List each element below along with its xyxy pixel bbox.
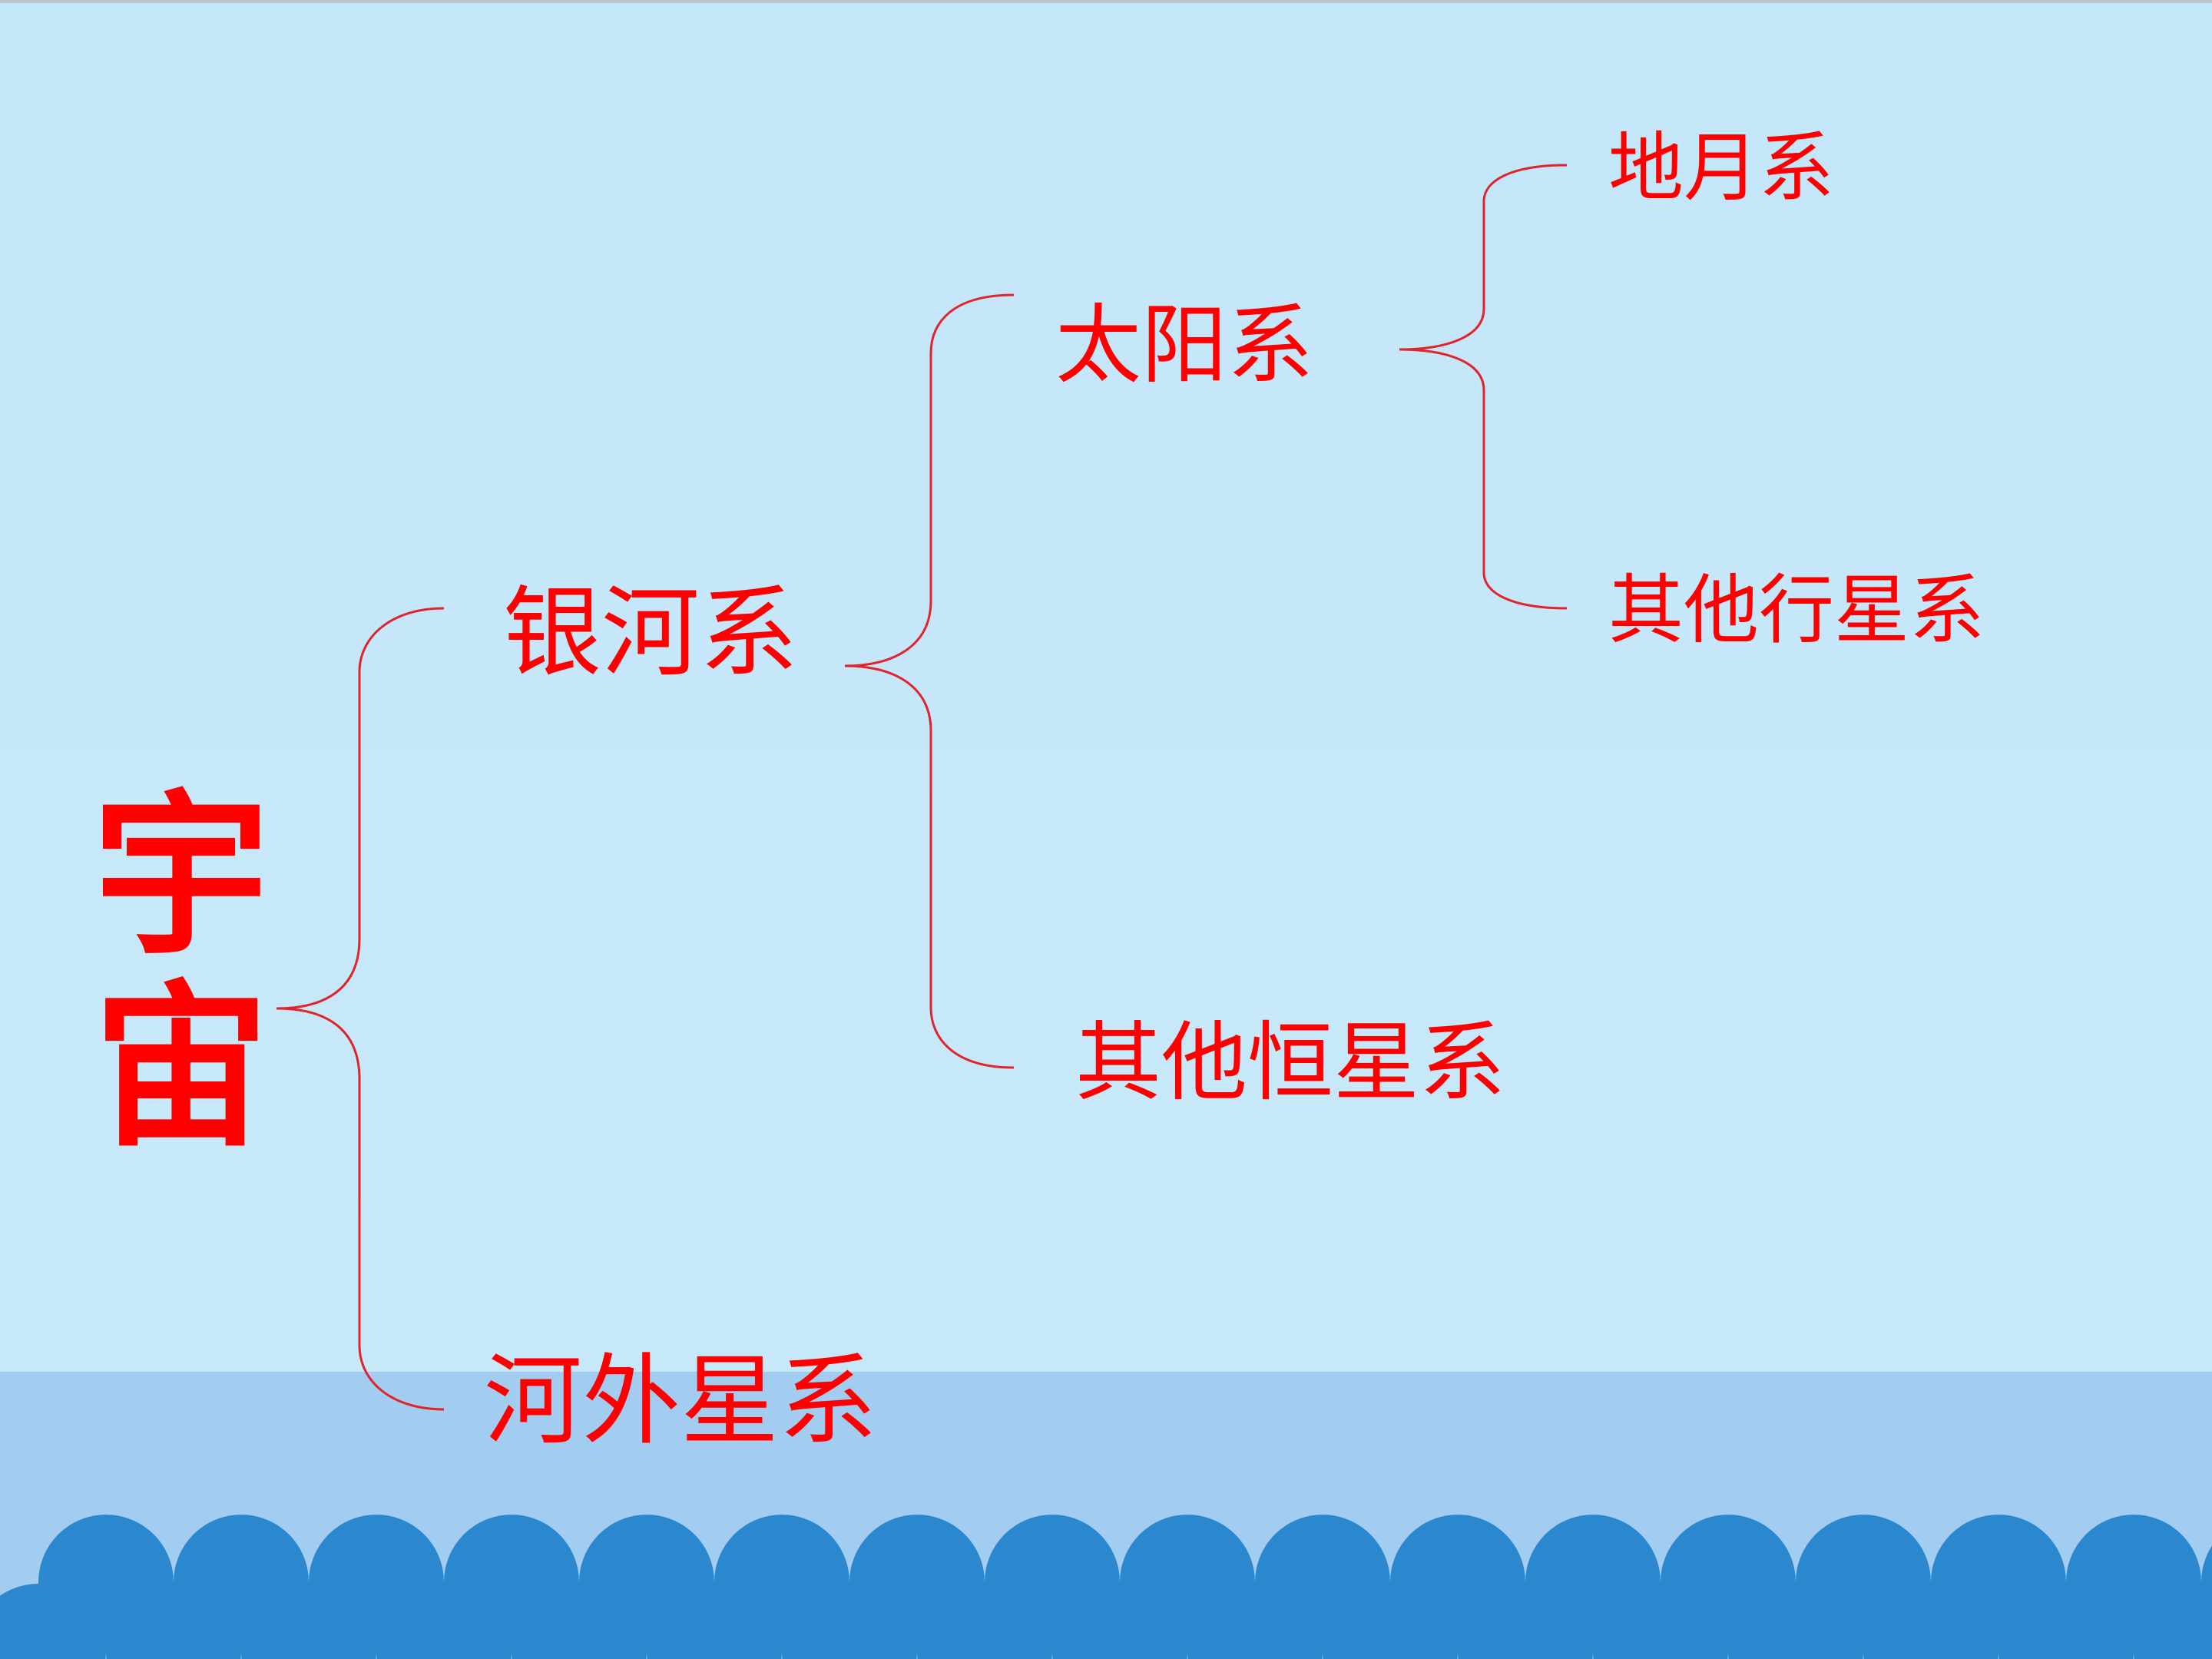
node-solar-system: 太阳系 [1055, 296, 1313, 396]
wave-scallop [1863, 1584, 1998, 1659]
brace-solar-system [1399, 164, 1568, 610]
node-other-stellar-systems: 其他恒星系 [1075, 1013, 1505, 1113]
wave-scallop [1187, 1584, 1323, 1659]
node-other-planetary-systems: 其他行星系 [1608, 567, 1985, 654]
wave-decoration [0, 1515, 2212, 1659]
brace-milky-way [844, 293, 1015, 1069]
node-milky-way: 银河系 [503, 576, 798, 690]
brace-root [276, 607, 445, 1411]
wave-scallop [647, 1584, 782, 1659]
wave-scallop [1998, 1584, 2134, 1659]
wave-scallop [1728, 1584, 1863, 1659]
wave-scallop [106, 1584, 241, 1659]
node-universe-char-2: 宙 [93, 964, 270, 1171]
wave-scallop [1323, 1584, 1458, 1659]
node-universe-char-1: 宇 [93, 772, 270, 979]
wave-scallop [917, 1584, 1052, 1659]
node-extragalactic-galaxies: 河外星系 [484, 1344, 877, 1459]
top-border [0, 0, 2212, 3]
wave-scallop [2134, 1584, 2212, 1659]
wave-scallop [1458, 1584, 1593, 1659]
connector-lines [276, 164, 1568, 1411]
wave-scallop [782, 1584, 917, 1659]
wave-scallop [241, 1584, 376, 1659]
wave-scallop [512, 1584, 647, 1659]
wave-scallop [0, 1584, 106, 1659]
wave-scallop [1052, 1584, 1187, 1659]
wave-scallop [1593, 1584, 1728, 1659]
node-earth-moon-system: 地月系 [1608, 124, 1834, 212]
wave-scallop [376, 1584, 512, 1659]
